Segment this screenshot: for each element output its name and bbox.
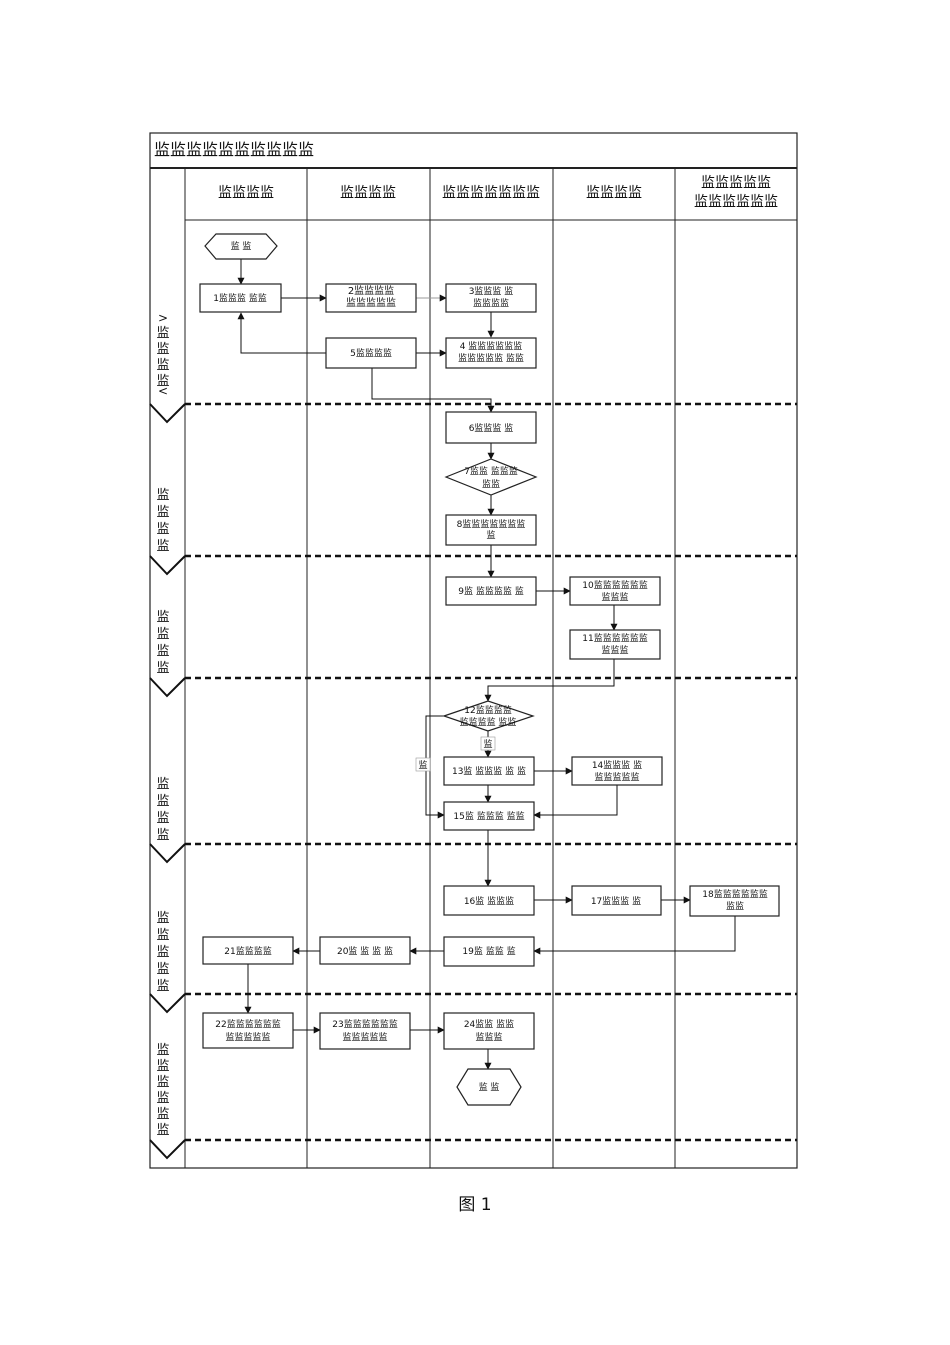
- end-label: 监 监: [479, 1081, 500, 1093]
- node-19-label: 19监 监监 监: [462, 945, 515, 957]
- node-4-label: 4 监监监监监监监监监监监 监监: [458, 340, 524, 364]
- node-20-label: 20监 监 监 监: [337, 945, 393, 957]
- process-node-6: [445, 411, 537, 444]
- process-node-9: [445, 576, 537, 606]
- node-12-label: 12监监监监监监监监 监监: [460, 704, 517, 728]
- node-6-label: 6监监监 监: [469, 422, 514, 434]
- phase-label-3: 监监监监: [156, 610, 169, 676]
- process-node-14: [571, 756, 663, 786]
- process-node-23: [319, 1012, 411, 1050]
- process-node-15: [443, 801, 535, 831]
- diagram-frame: [149, 132, 798, 1169]
- node-2-label: 2监监监监监监监监监: [346, 284, 396, 309]
- node-9-label: 9监 监监监监 监: [458, 585, 523, 597]
- process-node-10: [569, 576, 661, 606]
- node-7-label: 7监监 监监监监监: [464, 465, 518, 490]
- phase-label-1: 监监监监: [156, 326, 169, 389]
- node-1-label: 1监监监 监监: [213, 292, 267, 304]
- phase-marker-bottom: <: [158, 384, 168, 398]
- process-node-20: [319, 936, 411, 965]
- start-terminal: [204, 233, 278, 260]
- node-22-label: 22监监监监监监监监监监监: [215, 1018, 280, 1043]
- process-node-22: [202, 1012, 294, 1049]
- process-node-13: [443, 756, 535, 786]
- branch-label-yes: 监: [483, 738, 492, 750]
- process-node-24: [443, 1012, 535, 1050]
- process-node-11: [569, 629, 661, 660]
- node-10-label: 10监监监监监监监监监: [582, 579, 647, 603]
- decision-node-12: [442, 700, 535, 732]
- process-node-8: [445, 514, 537, 546]
- diagram-title: 监监监监监监监监监监: [154, 140, 314, 159]
- column-header-5: 监监监监监监监监监监监: [694, 175, 778, 210]
- phase-label-2: 监监监监: [156, 488, 169, 554]
- figure-caption: 图 1: [458, 1195, 492, 1215]
- branch-label-no: 监: [418, 759, 427, 771]
- node-8-label: 8监监监监监监监监: [457, 518, 526, 541]
- column-header-1: 监监监监: [218, 185, 274, 201]
- node-24-label: 24监监 监监监监监: [464, 1018, 514, 1043]
- process-node-3: [445, 283, 537, 313]
- start-label: 监 监: [231, 240, 252, 252]
- node-5-label: 5监监监监: [350, 347, 392, 359]
- column-header-4: 监监监监: [586, 185, 642, 201]
- node-11-label: 11监监监监监监监监监: [582, 632, 647, 656]
- node-18-label: 18监监监监监监监监: [702, 888, 767, 912]
- phase-marker-top: >: [158, 311, 168, 325]
- column-header-2: 监监监监: [340, 185, 396, 201]
- decision-node-7: [444, 458, 538, 496]
- node-14-label: 14监监监 监监监监监监: [592, 759, 642, 783]
- process-node-17: [571, 885, 662, 916]
- process-node-5: [325, 337, 417, 369]
- node-15-label: 15监 监监监 监监: [453, 810, 524, 822]
- node-3-label: 3监监监 监监监监监: [469, 285, 514, 309]
- node-16-label: 16监 监监监: [464, 895, 514, 907]
- process-node-21: [202, 936, 294, 965]
- end-terminal: [456, 1068, 522, 1106]
- column-header-3: 监监监监监监监: [442, 185, 540, 201]
- process-node-4: [445, 337, 537, 369]
- process-node-2: [325, 283, 417, 313]
- node-23-label: 23监监监监监监监监监监监: [332, 1018, 397, 1043]
- process-node-19: [443, 936, 535, 967]
- process-node-18: [689, 885, 780, 917]
- phase-label-4: 监监监监: [156, 777, 169, 843]
- process-node-16: [443, 885, 535, 916]
- phase-label-5: 监监监监监: [156, 911, 169, 994]
- phase-label-6: 监监监监监监: [156, 1043, 169, 1138]
- node-13-label: 13监 监监监 监 监: [452, 765, 526, 777]
- process-node-1: [199, 283, 282, 313]
- node-21-label: 21监监监监: [224, 945, 271, 957]
- node-17-label: 17监监监 监: [591, 895, 641, 907]
